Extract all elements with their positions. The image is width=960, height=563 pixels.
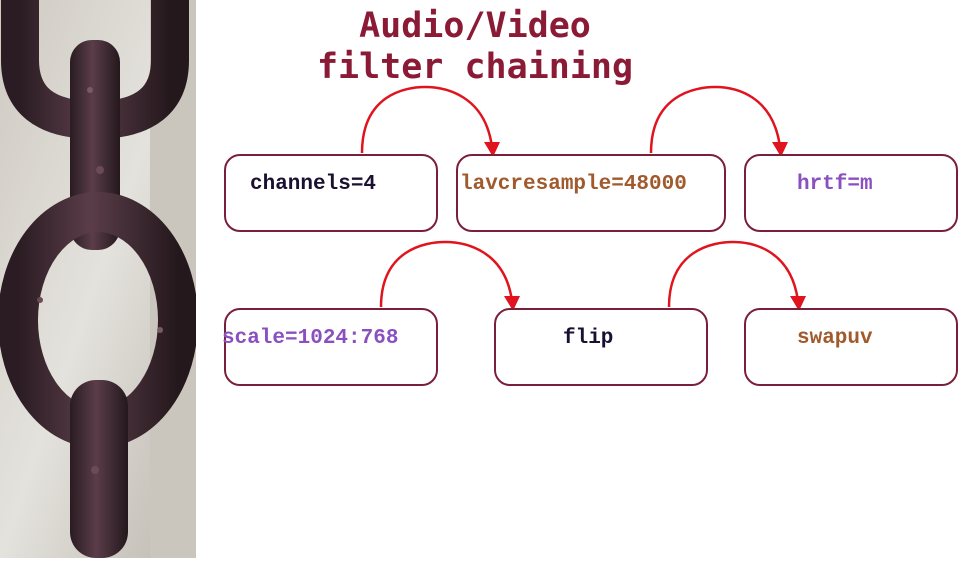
arrowhead-4 (790, 296, 806, 311)
filter-box-scale (224, 308, 438, 386)
filter-label-lavcresample: lavcresample=48000 (460, 173, 687, 196)
title-line-1: Audio/Video (359, 6, 591, 46)
filter-label-swapuv: swapuv (797, 327, 873, 350)
filter-label-hrtf: hrtf=m (797, 173, 873, 196)
filter-label-flip: flip (563, 327, 614, 350)
chain-photo (0, 0, 198, 558)
arrow-channels-to-lavcresample (360, 85, 494, 154)
filter-box-hrtf (744, 154, 958, 232)
arrowhead-1 (484, 142, 500, 157)
arrow-flip-to-swapuv (667, 240, 800, 308)
arrowhead-2 (772, 142, 788, 157)
filter-label-channels: channels=4 (250, 173, 377, 196)
filter-box-swapuv (744, 308, 958, 386)
filter-label-scale: scale=1024:768 (222, 327, 399, 350)
arrow-scale-to-flip (379, 240, 514, 308)
filter-box-channels (224, 154, 438, 232)
filter-box-lavcresample (456, 154, 726, 232)
filter-box-flip (494, 308, 708, 386)
arrow-lavcresample-to-hrtf (649, 85, 782, 154)
arrowhead-3 (504, 296, 520, 311)
title-line-2: filter chaining (316, 47, 634, 87)
page-title: Audio/Video filter chaining (270, 6, 680, 88)
